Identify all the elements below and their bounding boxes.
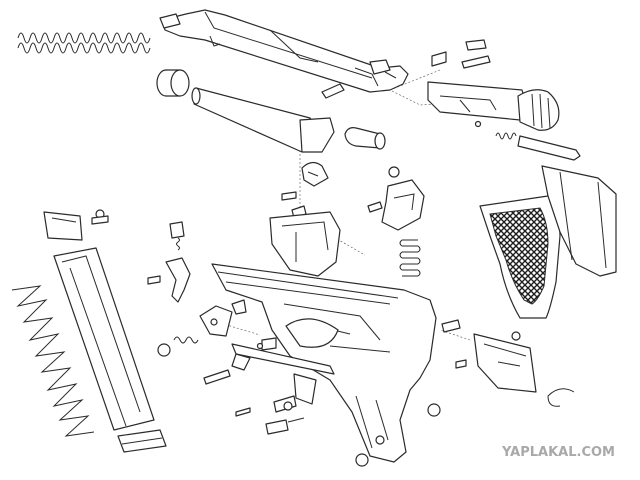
firing-pin [474, 120, 581, 161]
extractor-parts [431, 39, 491, 69]
slide-pin [321, 83, 345, 99]
right-grip-panel [479, 195, 561, 319]
safety-plunger [441, 319, 461, 333]
magazine-catch [43, 211, 83, 241]
slide [159, 9, 409, 93]
grip-bushing [157, 343, 171, 357]
magazine-floorplate [117, 429, 167, 453]
recoil-spring [17, 32, 151, 54]
magazine-spring [11, 285, 95, 437]
rear-slide-assembly [427, 81, 560, 131]
grip-screw [91, 209, 109, 225]
small-screw [281, 191, 297, 201]
grip-bushing-right [427, 403, 441, 417]
lanyard-ring [355, 453, 369, 467]
cartridge [344, 127, 386, 150]
safety-parts [265, 395, 305, 435]
mainspring [399, 239, 421, 277]
hammer [199, 299, 247, 337]
left-grip-panel [541, 165, 617, 277]
assembly-guide-lines [209, 69, 501, 341]
magazine [53, 247, 155, 431]
hook-spring [547, 388, 575, 407]
hammer-pin [235, 407, 251, 417]
frame [211, 263, 437, 463]
trigger [147, 221, 191, 303]
disconnector [256, 337, 277, 351]
safety-lever [473, 331, 537, 393]
ejector [301, 161, 329, 187]
hammer-spring [173, 336, 199, 344]
sear-housing [269, 211, 341, 277]
barrel [191, 87, 335, 153]
slide-stop [367, 166, 425, 231]
trigger-pin [203, 369, 231, 385]
barrel-bushing [156, 69, 190, 97]
small-pin [455, 359, 467, 369]
trigger-bar [231, 343, 335, 405]
watermark-text: YAPLAKAL.COM [501, 445, 615, 460]
